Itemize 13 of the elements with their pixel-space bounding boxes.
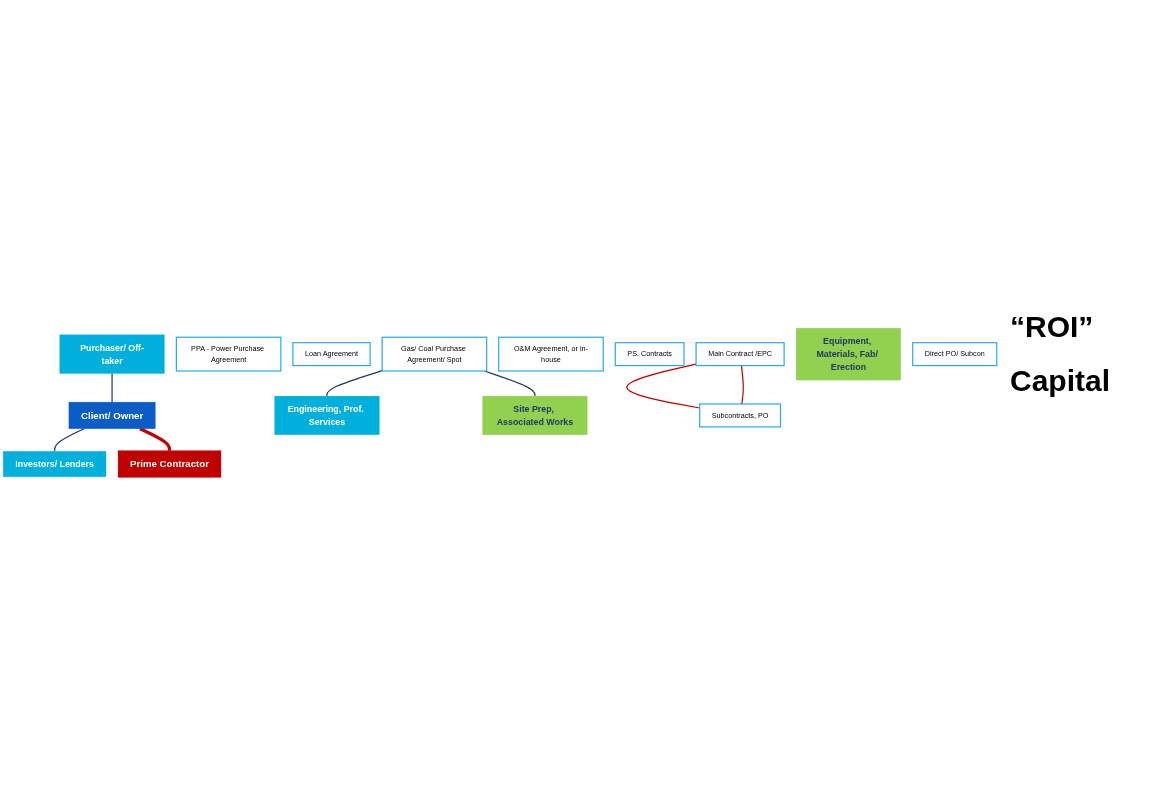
node-box: Prime Contractor <box>117 450 222 478</box>
node-box: Purchaser/ Off-taker <box>59 334 165 374</box>
connector <box>111 372 113 403</box>
flow-label: “ROI” <box>1010 310 1094 344</box>
node-box: Equipment, Materials, Fab/ Erection <box>795 327 901 380</box>
node-box: Investors/ Lenders <box>3 450 107 477</box>
connector <box>326 369 383 397</box>
connector <box>740 364 744 405</box>
node-box: Engineering, Prof. Services <box>274 395 380 435</box>
connector <box>54 427 85 452</box>
flow-label: Capital <box>1010 364 1111 398</box>
node-box: Client/ Owner <box>68 401 156 429</box>
node-box: Site Prep, Associated Works <box>482 395 588 435</box>
